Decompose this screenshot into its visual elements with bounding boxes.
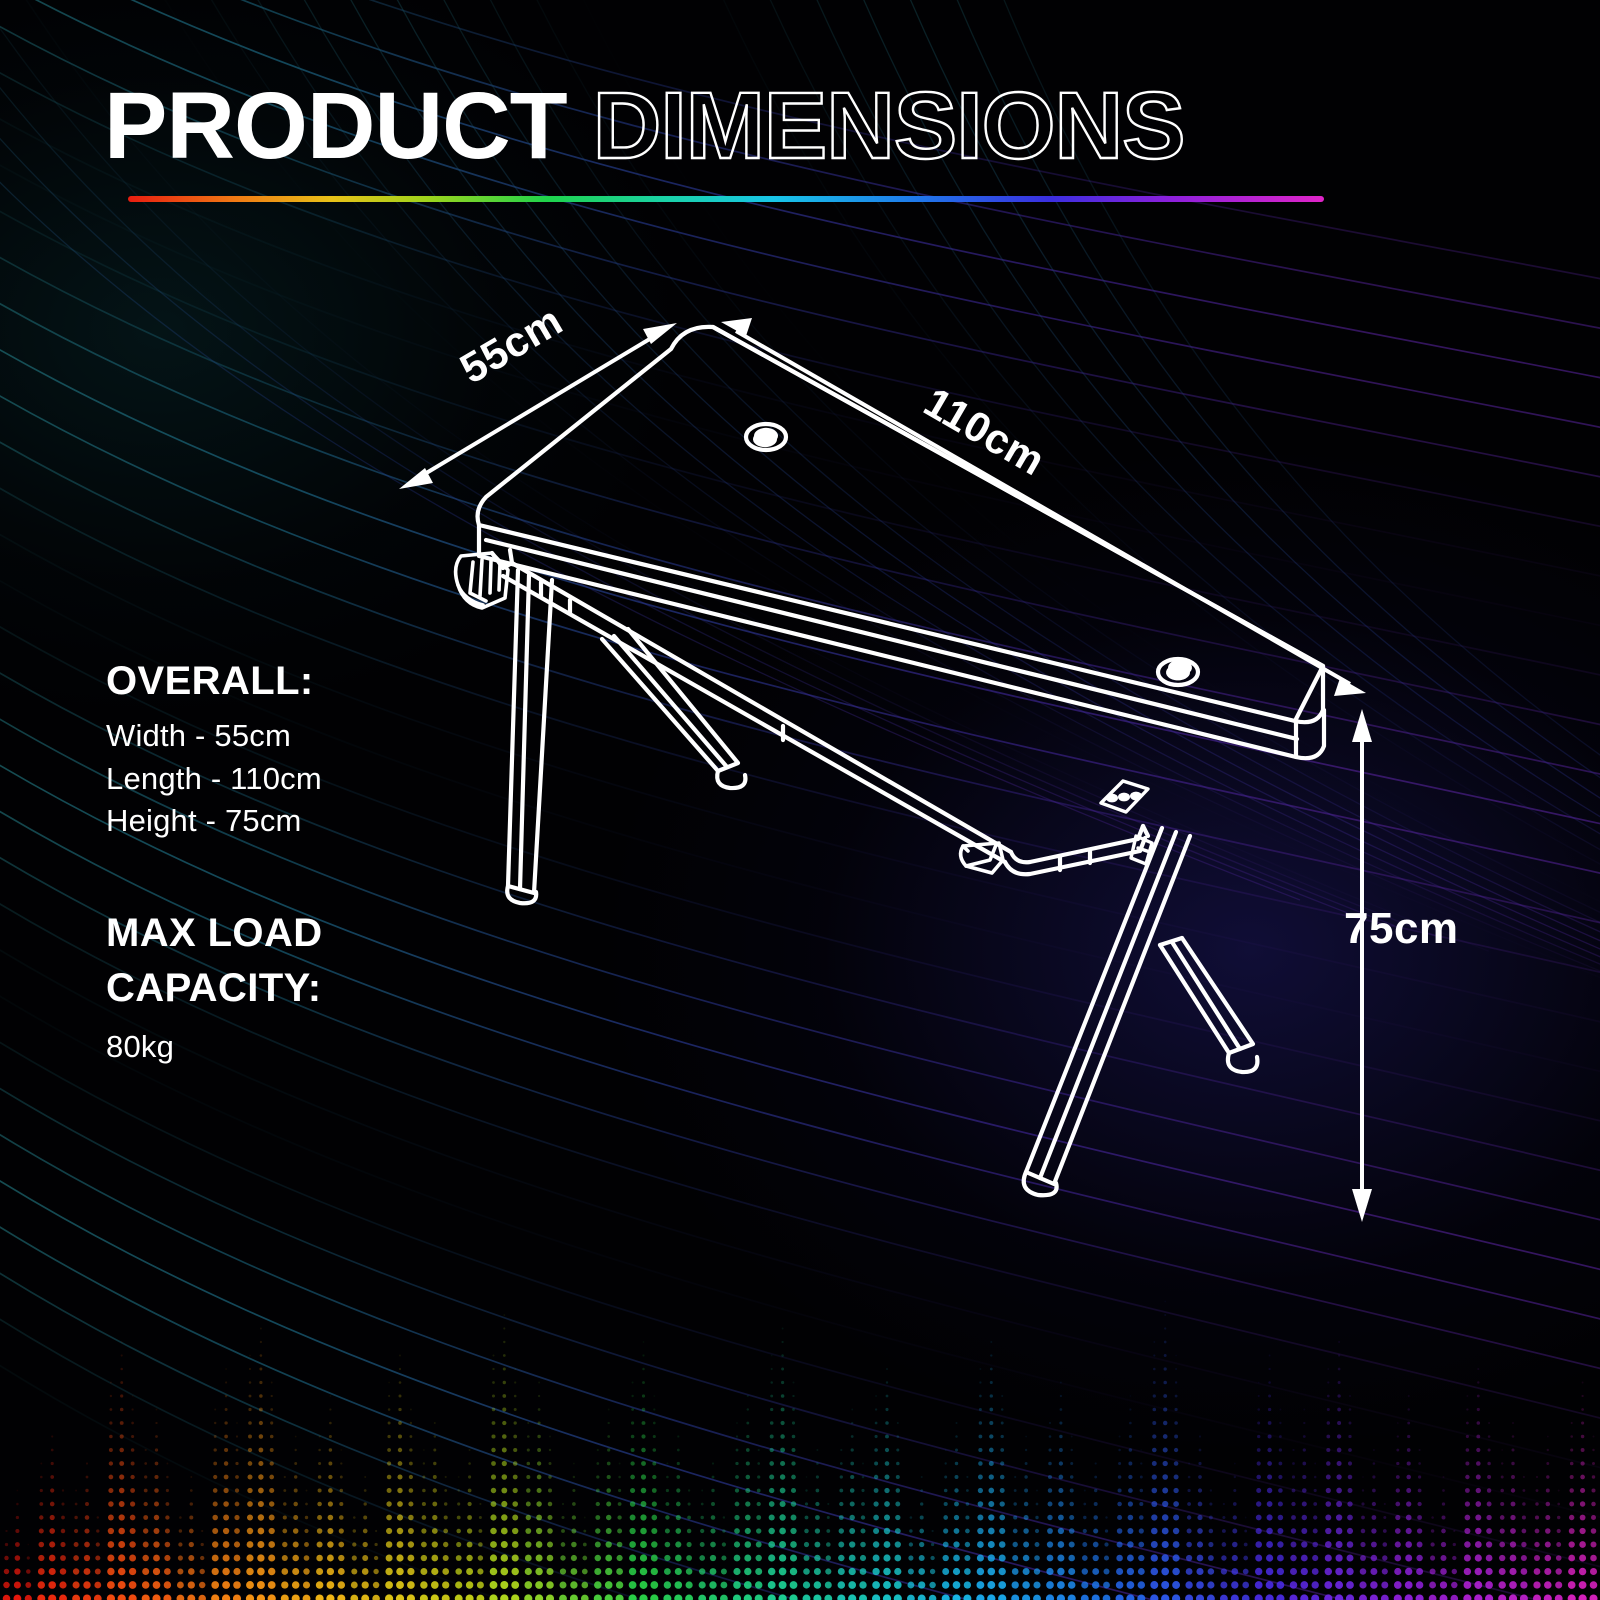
desk-frame-rail-left-2 — [500, 573, 1008, 865]
headphone-hook — [453, 551, 510, 610]
rainbow-divider — [128, 196, 1324, 202]
overall-heading: OVERALL: — [106, 659, 314, 703]
frame-strut-right — [1140, 823, 1151, 839]
cable-grommet-hole-front — [1155, 656, 1201, 688]
desk-top-surface — [475, 324, 1326, 725]
desk-frame-rail-left — [509, 560, 1014, 855]
max-load-value: 80kg — [106, 1029, 175, 1065]
dimension-arrow-height — [1352, 709, 1372, 1222]
leg-right-knee — [1157, 935, 1185, 948]
spec-length: Length - 110cm — [106, 760, 322, 796]
desk-rear-corner — [1292, 663, 1326, 724]
page-title: PRODUCT DIMENSIONS — [104, 74, 1434, 178]
title-solid-word: PRODUCT — [104, 72, 568, 179]
desk-edge-right — [1293, 707, 1327, 761]
desk-frame-rail-right-2 — [1002, 835, 1148, 877]
max-load-heading-line1: MAX LOAD — [106, 911, 323, 955]
leg-left-inner-line — [611, 633, 730, 770]
dimension-arrow-width — [399, 323, 677, 489]
rgb-control-panel — [1099, 779, 1150, 814]
leg-right-inner-foot — [1225, 1050, 1260, 1075]
leg-left-outer-inner-line — [517, 572, 532, 892]
desk-frame-rail-right — [1008, 823, 1146, 865]
leg-right-inner-line — [1169, 939, 1243, 1052]
spec-height: Height - 75cm — [106, 803, 302, 839]
spec-width: Width - 55cm — [106, 718, 291, 754]
max-load-heading-line2: CAPACITY: — [106, 966, 322, 1011]
overall-spec-block: OVERALL: Width - 55cm Length - 110cm Hei… — [106, 659, 536, 843]
cup-holder — [958, 841, 1005, 875]
max-load-block: MAX LOAD CAPACITY: 80kg — [106, 911, 536, 1069]
desk-edge-inner-line — [483, 537, 1300, 742]
dimension-arrows — [399, 318, 1372, 1222]
cable-grommet-hole-rear — [743, 421, 789, 453]
leg-left-outer-foot — [505, 883, 539, 906]
title-outline-word: DIMENSIONS — [592, 72, 1187, 179]
leg-right-outer-foot — [1021, 1169, 1059, 1198]
leg-right-outer-line — [1037, 829, 1179, 1181]
dimension-label-height: 75cm — [1344, 904, 1459, 953]
leg-left-inner-foot — [715, 768, 748, 791]
dimension-arrow-length — [721, 318, 1366, 696]
